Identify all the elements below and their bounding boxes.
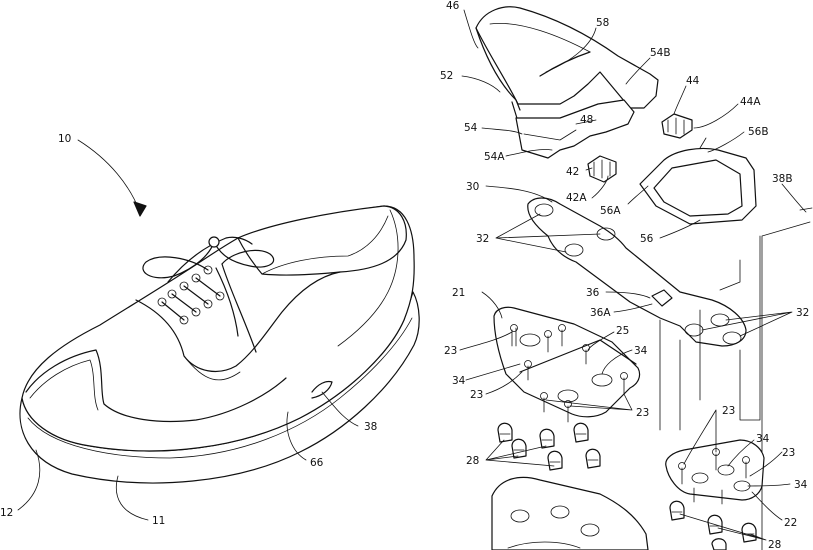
clip-42 (587, 155, 617, 183)
label-22: 22 (784, 517, 797, 529)
label-36A: 36A (590, 307, 611, 319)
shoe-tongue (167, 236, 253, 283)
shoe-laces (142, 236, 275, 353)
label-21: 21 (452, 287, 465, 299)
heel-fastener (311, 380, 333, 399)
label-34-b: 34 (452, 375, 466, 387)
heel-cup-46 (475, 6, 659, 141)
toe-cap-stitch (29, 359, 99, 411)
label-48: 48 (580, 114, 593, 126)
shoe-toe-cap (25, 349, 287, 423)
label-46: 46 (446, 0, 460, 12)
label-34-d: 34 (794, 479, 808, 491)
label-38B: 38B (772, 173, 793, 185)
frame-38B (659, 207, 813, 550)
label-56B: 56B (748, 126, 769, 138)
label-42: 42 (566, 166, 579, 178)
label-12: 12 (0, 507, 13, 519)
studs-28-left (497, 422, 601, 471)
label-54A: 54A (484, 151, 505, 163)
label-56A: 56A (600, 205, 621, 217)
label-34-c: 34 (756, 433, 770, 445)
leader-11 (115, 475, 149, 521)
label-23-a: 23 (444, 345, 457, 357)
label-42A: 42A (566, 192, 587, 204)
leader-38 (321, 391, 359, 427)
leader-10 (77, 139, 141, 213)
label-34-a: 34 (634, 345, 648, 357)
label-25: 25 (616, 325, 629, 337)
label-56: 56 (640, 233, 654, 245)
shoe-heel-counter (337, 209, 399, 347)
shoe-quarter-seam (183, 355, 241, 381)
label-38: 38 (364, 421, 377, 433)
leader-lines-right (459, 9, 807, 541)
leader-12 (17, 449, 41, 511)
leader-66 (286, 411, 307, 461)
label-58: 58 (596, 17, 609, 29)
clip-44 (661, 113, 693, 139)
outsole-bottom (491, 476, 649, 550)
label-28-right: 28 (768, 539, 781, 550)
shoe-eyelets (157, 265, 225, 325)
sole-welt-line (27, 317, 413, 459)
shoe-drawing (17, 139, 420, 521)
label-32-right: 32 (796, 307, 809, 319)
label-23-c: 23 (636, 407, 649, 419)
label-11: 11 (152, 515, 165, 527)
shoe-inner-lining (261, 215, 389, 275)
leader-10-arrowhead (133, 201, 147, 217)
studs-28-right (669, 500, 757, 550)
label-30: 30 (466, 181, 479, 193)
insert-frame-54 (515, 99, 635, 159)
plate-22 (665, 439, 765, 505)
label-23-e: 23 (782, 447, 795, 459)
label-54: 54 (464, 122, 478, 134)
pod-56 (639, 137, 757, 225)
label-32-upper: 32 (476, 233, 489, 245)
label-44: 44 (686, 75, 700, 87)
label-66: 66 (310, 457, 324, 469)
label-28-left: 28 (466, 455, 479, 467)
label-44A: 44A (740, 96, 761, 108)
spikes-23 (510, 324, 628, 423)
label-36: 36 (586, 287, 600, 299)
label-10: 10 (58, 133, 71, 145)
label-23-b: 23 (470, 389, 483, 401)
shoe-vamp-seam (135, 271, 341, 373)
label-52: 52 (440, 70, 453, 82)
label-23-d: 23 (722, 405, 735, 417)
label-54B: 54B (650, 47, 671, 59)
